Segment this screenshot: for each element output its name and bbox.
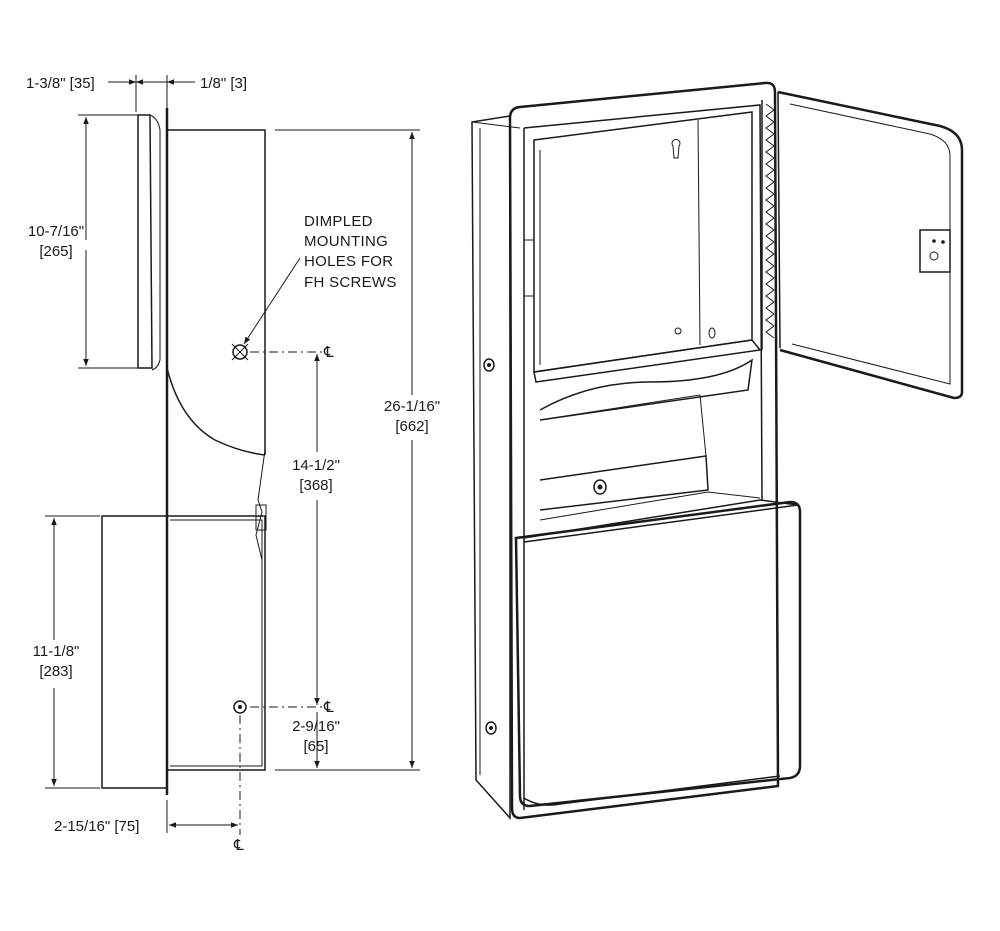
dim-hole-offset: 2-15/16" [75]	[54, 818, 139, 835]
dim-hole-spacing-mm: [368]	[299, 477, 332, 494]
dim-depth-total: 1-3/8" [35]	[26, 75, 95, 92]
side-view	[101, 108, 325, 835]
dim-flange: 1/8" [3]	[200, 75, 247, 92]
mounting-holes-note: DIMPLED MOUNTING HOLES FOR FH SCREWS	[304, 213, 397, 291]
dim-overall-height: 26-1/16"	[384, 398, 440, 415]
perspective-view	[471, 81, 964, 820]
dim-hole-to-bottom: 2-9/16"	[292, 718, 340, 735]
mounting-hole-bottom	[233, 700, 247, 714]
dim-top-section-mm: [265]	[39, 243, 72, 260]
note-line-1: DIMPLED	[304, 213, 373, 230]
dim-overall-height-mm: [662]	[395, 418, 428, 435]
note-line-2: MOUNTING	[304, 233, 388, 250]
mounting-hole-top	[231, 343, 249, 361]
note-line-4: FH SCREWS	[304, 274, 397, 291]
dim-bottom-section: 11-1/8"	[33, 643, 80, 660]
dim-hole-to-bottom-mm: [65]	[303, 738, 328, 755]
note-line-3: HOLES FOR	[304, 253, 393, 270]
centerline-symbol-top: ℄	[323, 344, 334, 361]
dim-hole-spacing: 14-1/2"	[292, 457, 340, 474]
dim-bottom-section-mm: [283]	[39, 663, 72, 680]
dim-top-section: 10-7/16"	[28, 223, 84, 240]
centerline-symbol-bottom: ℄	[323, 699, 334, 716]
dimension-lines	[45, 75, 420, 833]
centerline-symbol-side: ℄	[233, 837, 244, 854]
